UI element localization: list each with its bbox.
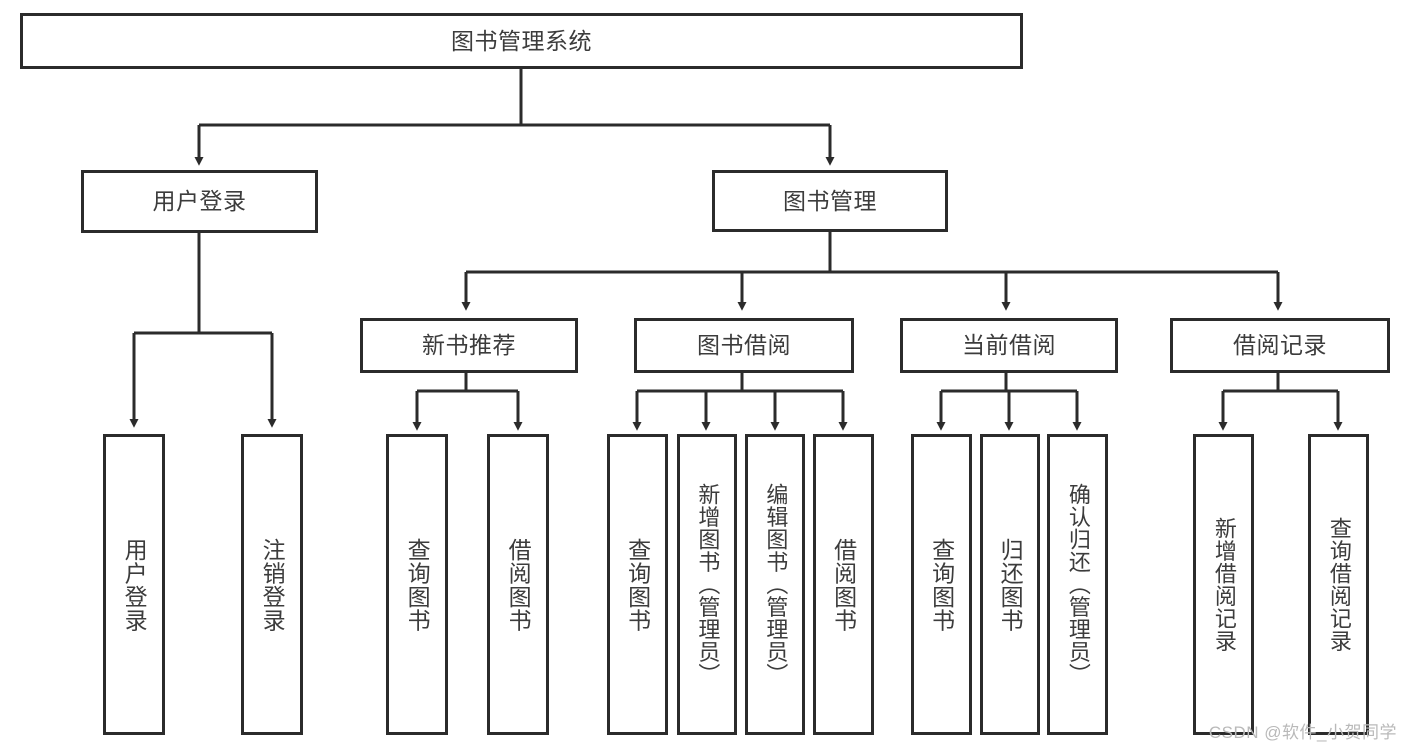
node-new-book-recommend-label: 新书推荐 [422, 332, 516, 358]
node-new-book-recommend[interactable]: 新书推荐 [360, 318, 578, 373]
node-leaf-label: 归还图书 [997, 537, 1024, 632]
node-leaf-user-login-signout[interactable]: 注销登录 [241, 434, 303, 735]
node-leaf-record-query[interactable]: 查询借阅记录 [1308, 434, 1369, 735]
node-user-login-label: 用户登录 [152, 188, 247, 214]
node-borrow-record-label: 借阅记录 [1233, 332, 1327, 358]
node-book-manage-label: 图书管理 [783, 187, 877, 214]
node-leaf-label: 借阅图书 [830, 537, 857, 632]
node-leaf-label: 借阅图书 [505, 537, 532, 632]
node-leaf-label: 查询图书 [404, 537, 431, 632]
node-book-borrow[interactable]: 图书借阅 [634, 318, 854, 373]
node-user-login[interactable]: 用户登录 [81, 170, 318, 233]
node-leaf-label: 用户登录 [121, 537, 148, 632]
node-leaf-record-add[interactable]: 新增借阅记录 [1193, 434, 1254, 735]
node-leaf-current-confirm[interactable]: 确认归还（管理员） [1047, 434, 1108, 735]
node-leaf-borrow-query[interactable]: 查询图书 [607, 434, 668, 735]
node-leaf-label: 查询图书 [928, 537, 955, 632]
node-leaf-label: 查询借阅记录 [1326, 517, 1352, 652]
node-leaf-label: 新增图书（管理员） [695, 483, 721, 686]
node-leaf-newbook-borrow[interactable]: 借阅图书 [487, 434, 549, 735]
node-leaf-current-query[interactable]: 查询图书 [911, 434, 972, 735]
node-current-borrow[interactable]: 当前借阅 [900, 318, 1118, 373]
node-book-borrow-label: 图书借阅 [697, 332, 791, 358]
node-leaf-label: 注销登录 [259, 537, 286, 632]
node-borrow-record[interactable]: 借阅记录 [1170, 318, 1390, 373]
watermark-label: CSDN @软件_小贺同学 [1208, 723, 1397, 742]
node-current-borrow-label: 当前借阅 [962, 332, 1056, 358]
node-leaf-newbook-query[interactable]: 查询图书 [386, 434, 448, 735]
node-leaf-label: 编辑图书（管理员） [763, 483, 789, 686]
node-book-manage[interactable]: 图书管理 [712, 170, 948, 232]
node-leaf-borrow-add[interactable]: 新增图书（管理员） [677, 434, 737, 735]
node-root[interactable]: 图书管理系统 [20, 13, 1023, 69]
node-leaf-label: 查询图书 [624, 537, 651, 632]
node-leaf-borrow-lend[interactable]: 借阅图书 [813, 434, 874, 735]
node-leaf-current-return[interactable]: 归还图书 [980, 434, 1040, 735]
node-root-label: 图书管理系统 [451, 27, 592, 54]
node-leaf-label: 确认归还（管理员） [1065, 483, 1091, 686]
node-leaf-user-login-signin[interactable]: 用户登录 [103, 434, 165, 735]
node-leaf-borrow-edit[interactable]: 编辑图书（管理员） [745, 434, 805, 735]
node-leaf-label: 新增借阅记录 [1211, 517, 1237, 652]
